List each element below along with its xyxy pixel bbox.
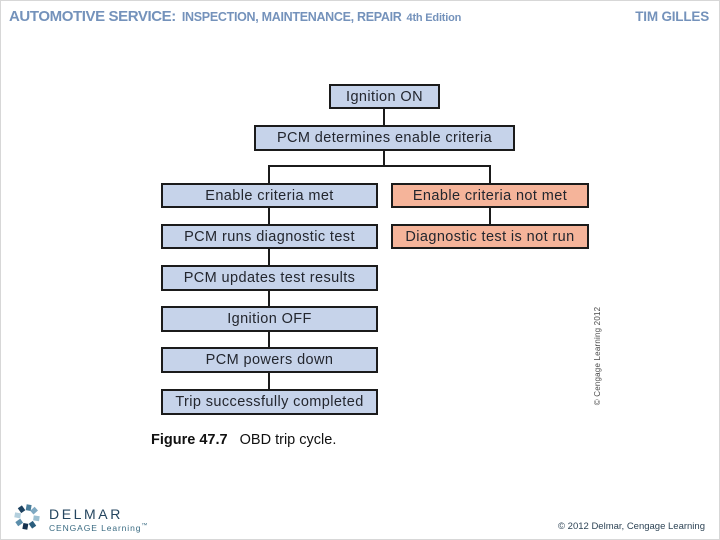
- flow-box-pcm-runs-diagnostic-test: PCM runs diagnostic test: [161, 224, 378, 249]
- series-title: AUTOMOTIVE SERVICE:: [9, 8, 176, 25]
- flow-box-pcm-determines-enable-criteria: PCM determines enable criteria: [254, 125, 515, 151]
- connector-line: [383, 149, 385, 167]
- connector-line: [268, 165, 270, 185]
- series-subtitle: INSPECTION, MAINTENANCE, REPAIR: [181, 10, 402, 24]
- flow-box-enable-criteria-met: Enable criteria met: [161, 183, 378, 208]
- connector-line: [489, 206, 491, 226]
- flow-box-ignition-off: Ignition OFF: [161, 306, 378, 332]
- flow-box-pcm-powers-down: PCM powers down: [161, 347, 378, 373]
- figure-caption-text: OBD trip cycle.: [239, 432, 337, 448]
- side-copyright: © Cengage Learning 2012: [593, 306, 602, 406]
- flow-box-trip-successfully-completed: Trip successfully completed: [161, 389, 378, 415]
- flow-box-enable-criteria-not-met: Enable criteria not met: [391, 183, 589, 208]
- connector-line: [383, 107, 385, 127]
- logo-text: DELMAR CENGAGE Learning™: [49, 507, 148, 533]
- footer-copyright: © 2012 Delmar, Cengage Learning: [558, 521, 705, 532]
- cengage-pinwheel-icon: [9, 500, 45, 539]
- figure-caption-label: Figure 47.7: [151, 432, 228, 448]
- delmar-cengage-logo: DELMAR CENGAGE Learning™: [9, 500, 148, 539]
- logo-cengage-label: CENGAGE Learning™: [49, 522, 149, 533]
- slide-header: AUTOMOTIVE SERVICE: INSPECTION, MAINTENA…: [9, 8, 709, 25]
- connector-line: [268, 330, 270, 349]
- connector-line: [268, 165, 491, 167]
- figure-caption: Figure 47.7 OBD trip cycle.: [151, 432, 336, 448]
- logo-delmar-label: DELMAR: [49, 505, 123, 522]
- trademark-symbol: ™: [141, 522, 149, 529]
- flow-box-diagnostic-test-not-run: Diagnostic test is not run: [391, 224, 589, 249]
- connector-line: [268, 206, 270, 226]
- connector-line: [268, 371, 270, 391]
- connector-line: [268, 247, 270, 267]
- flow-box-ignition-on: Ignition ON: [329, 84, 440, 109]
- author-name: TIM GILLES: [635, 9, 709, 24]
- edition-label: 4th Edition: [406, 12, 462, 24]
- flow-box-pcm-updates-test-results: PCM updates test results: [161, 265, 378, 291]
- connector-line: [489, 165, 491, 185]
- connector-line: [268, 289, 270, 308]
